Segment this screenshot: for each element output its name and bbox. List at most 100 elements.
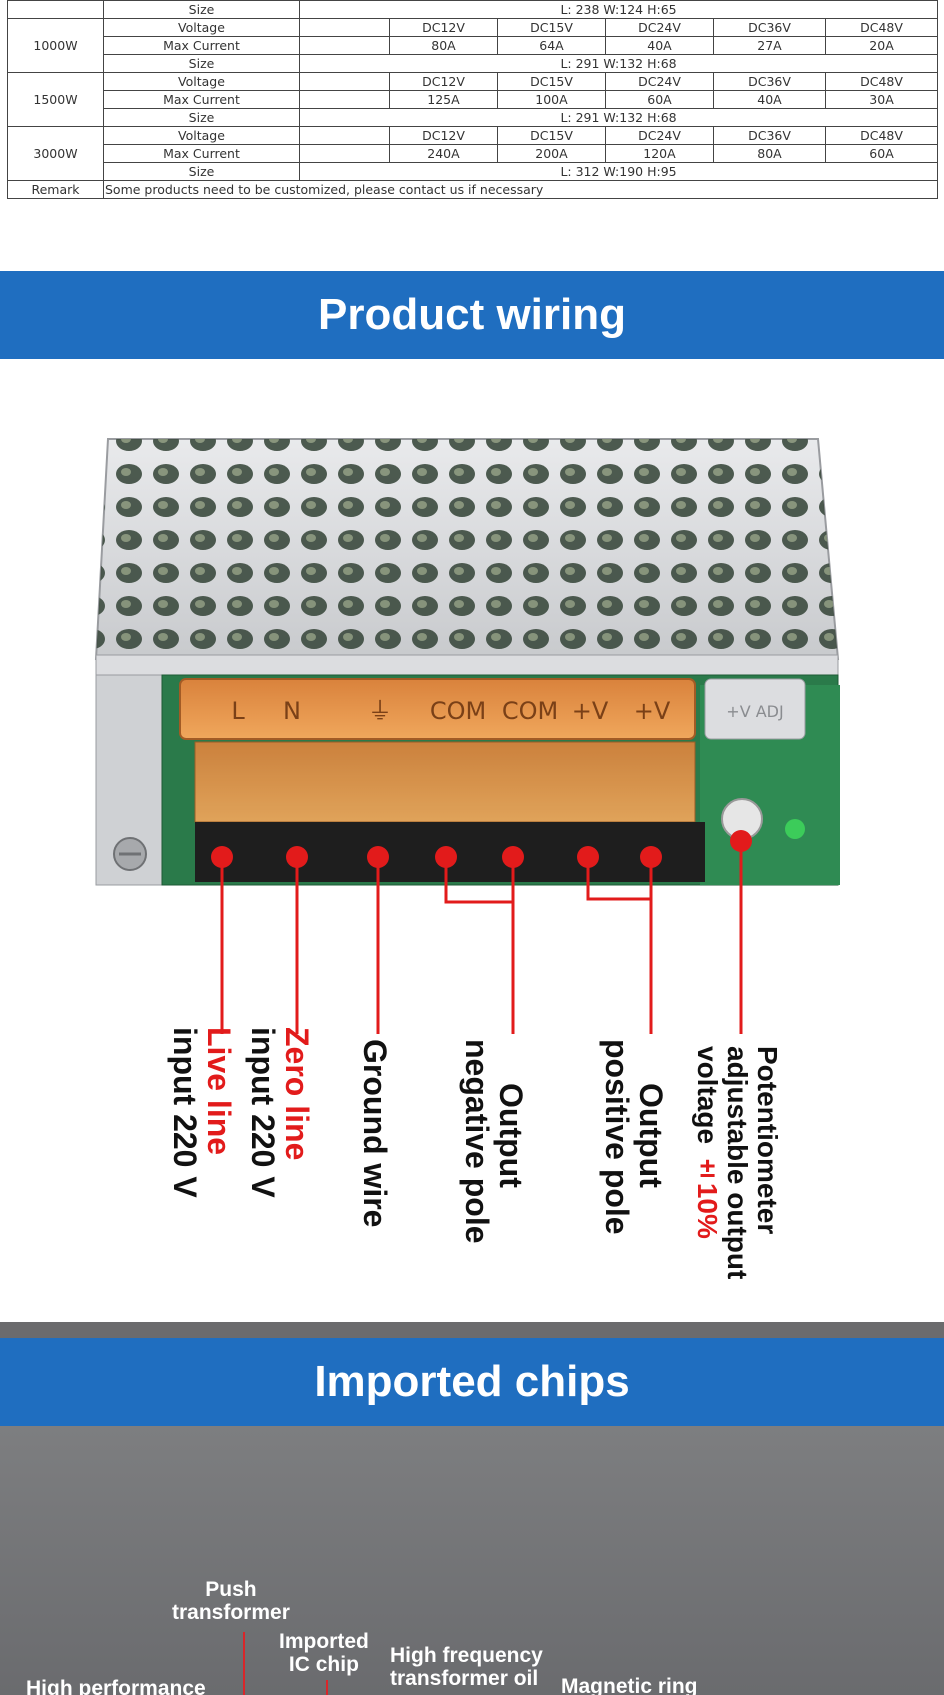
current-cell: 80A: [713, 144, 826, 163]
terminal-marking-n: N: [283, 697, 301, 725]
terminal-cover: [194, 741, 696, 823]
voltage-cell: DC15V: [497, 18, 606, 37]
remark-label-cell: Remark: [7, 180, 104, 199]
leader-imported-ic: [326, 1680, 328, 1695]
terminal-marking-plus-v: +V: [572, 697, 609, 725]
voltage-cell: DC24V: [605, 72, 714, 91]
chips-illustration: Push transformer Imported IC chip High f…: [0, 1426, 944, 1695]
size-label-cell: Size: [103, 108, 300, 127]
label-live-line-2: input 220 V: [167, 1027, 203, 1198]
voltage-label-cell: Voltage: [103, 72, 300, 91]
current-cell: 20A: [824, 36, 939, 55]
ground-symbol-icon: ⏚: [368, 697, 392, 725]
current-label-cell: Max Current: [103, 36, 300, 55]
power-cell: 1000W: [7, 18, 104, 73]
table-row: Max Current 240A 200A 120A 80A 60A: [8, 144, 939, 163]
current-cell: 120A: [605, 144, 714, 163]
voltage-cell: DC12V: [389, 126, 498, 145]
table-row: 1500W Voltage DC12V DC15V DC24V DC36V DC…: [7, 72, 939, 127]
size-value-cell: L: 291 W:132 H:68: [298, 54, 939, 73]
size-value-cell: L: 238 W:124 H:65: [298, 0, 939, 19]
power-cell: 1500W: [7, 72, 104, 127]
table-row: 1000W Voltage DC12V DC15V DC24V DC36V DC…: [7, 18, 939, 73]
terminal-marking-com: COM: [502, 697, 558, 725]
label-high-frequency-1: High frequency: [390, 1644, 543, 1667]
voltage-cell: DC36V: [713, 72, 826, 91]
size-value-cell: L: 291 W:132 H:68: [298, 108, 939, 127]
label-push-transformer-2: transformer: [172, 1601, 290, 1624]
voltage-cell: DC12V: [389, 72, 498, 91]
table-row: 3000W Voltage DC12V DC15V DC24V DC36V DC…: [7, 126, 939, 181]
voltage-cell: DC24V: [605, 126, 714, 145]
table-row: Remark Some products need to be customiz…: [7, 180, 939, 199]
voltage-cell: DC36V: [713, 126, 826, 145]
perforated-lid: [94, 438, 840, 660]
label-output-positive-1: Output: [633, 1083, 669, 1188]
table-row: Max Current 125A 100A 60A 40A 30A: [8, 90, 939, 109]
blank-cell: [299, 18, 390, 37]
current-cell: 60A: [605, 90, 714, 109]
voltage-cell: DC48V: [824, 126, 939, 145]
table-row: Size L: 238 W:124 H:65: [7, 0, 939, 19]
terminal-marking-plus-v: +V: [634, 697, 671, 725]
label-high-frequency: High frequency transformer oil: [390, 1644, 543, 1690]
blank-cell: [299, 90, 390, 109]
remark-text-cell: Some products need to be customized, ple…: [102, 180, 939, 199]
label-potentiometer-3a: voltage: [692, 1046, 723, 1152]
wiring-illustration: L N ⏚ COM COM +V +V +V ADJ: [0, 359, 944, 1322]
led-indicator: [785, 819, 805, 839]
current-cell: 60A: [824, 144, 939, 163]
voltage-cell: DC48V: [824, 18, 939, 37]
label-live-line: Live line input 220 V: [167, 1027, 237, 1198]
current-cell: 64A: [497, 36, 606, 55]
blank-cell: [299, 144, 390, 163]
table-row: Max Current 80A 64A 40A 27A 20A: [8, 36, 939, 55]
label-output-negative: Output negative pole: [459, 1039, 529, 1244]
voltage-label-cell: Voltage: [103, 126, 300, 145]
voltage-cell: DC24V: [605, 18, 714, 37]
label-high-performance-1: High performance: [26, 1677, 206, 1695]
label-imported-ic: Imported IC chip: [279, 1630, 369, 1676]
label-push-transformer: Push transformer: [172, 1578, 290, 1624]
section-title: Product wiring: [318, 290, 626, 339]
table-row: Size L: 291 W:132 H:68: [8, 108, 939, 127]
terminal-cover-top: [179, 678, 696, 740]
label-potentiometer: Potentiometer adjustable output voltage …: [692, 1046, 783, 1279]
label-output-positive: Output positive pole: [599, 1039, 669, 1235]
voltage-cell: DC15V: [497, 72, 606, 91]
blank-cell: [299, 36, 390, 55]
label-high-performance: High performance: [26, 1677, 206, 1695]
label-imported-ic-1: Imported: [279, 1630, 369, 1653]
current-cell: 30A: [824, 90, 939, 109]
current-cell: 40A: [605, 36, 714, 55]
label-magnetic-ring-1: Magnetic ring: [561, 1675, 698, 1695]
terminal-markings: L N ⏚ COM COM +V +V +V ADJ: [231, 697, 783, 725]
size-label-cell: Size: [103, 0, 300, 19]
current-cell: 80A: [389, 36, 498, 55]
label-output-negative-1: Output: [493, 1083, 529, 1188]
terminal-marking-adj: +V ADJ: [726, 702, 783, 721]
current-cell: 100A: [497, 90, 606, 109]
power-cell: 3000W: [7, 126, 104, 181]
terminal-dots: [211, 830, 752, 868]
voltage-cell: DC48V: [824, 72, 939, 91]
current-label-cell: Max Current: [103, 90, 300, 109]
current-cell: 27A: [713, 36, 826, 55]
front-face: [95, 654, 840, 886]
spec-table-wrapper: Size L: 238 W:124 H:65 1000W Voltage DC1…: [7, 0, 939, 199]
current-cell: 40A: [713, 90, 826, 109]
label-output-positive-2: positive pole: [599, 1039, 635, 1235]
voltage-cell: DC12V: [389, 18, 498, 37]
label-imported-ic-2: IC chip: [288, 1653, 359, 1676]
label-push-transformer-1: Push: [205, 1578, 257, 1601]
current-label-cell: Max Current: [103, 144, 300, 163]
wiring-leaders: [220, 841, 743, 1034]
section-title: Imported chips: [314, 1357, 630, 1406]
label-zero-line-1: Zero line: [279, 1027, 315, 1161]
power-supply-illustration: L N ⏚ COM COM +V +V +V ADJ: [94, 438, 840, 1034]
current-cell: 240A: [389, 144, 498, 163]
size-value-cell: L: 312 W:190 H:95: [298, 162, 939, 181]
blank-cell: [299, 72, 390, 91]
terminal-marking-com: COM: [430, 697, 486, 725]
leader-push-transformer: [243, 1632, 245, 1695]
